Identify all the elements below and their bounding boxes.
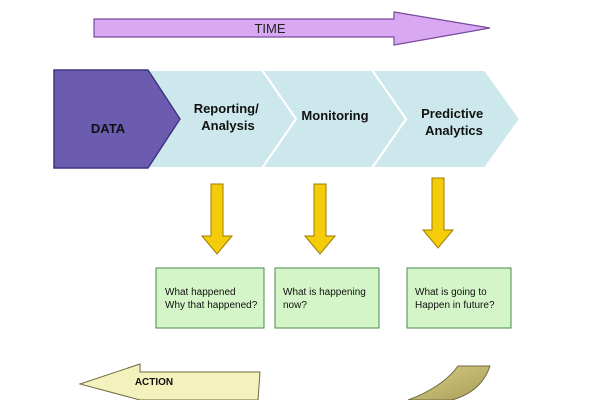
action-label: ACTION (135, 377, 173, 388)
note-box-monitoring (274, 267, 380, 329)
down-arrow-monitoring (303, 183, 337, 255)
time-label: TIME (254, 21, 285, 36)
note-box-predictive (406, 267, 512, 329)
note-predictive-line-1: What is going to (415, 287, 487, 298)
note-reporting-line-2: Why that happened? (165, 300, 258, 311)
stage-data-label: DATA (91, 121, 126, 136)
stage-reporting-line-2: Analysis (201, 118, 254, 133)
stage-data-line: DATA (91, 121, 126, 136)
note-monitoring-text: What is happening now? (283, 287, 369, 311)
stage-predictive-line-2: Analytics (425, 123, 483, 138)
action-curve-shape (407, 365, 491, 400)
stage-reporting-label: Reporting/ Analysis (194, 101, 263, 133)
note-monitoring-line-1: What is happening (283, 287, 366, 298)
stage-monitoring-label: Monitoring (301, 108, 368, 123)
note-predictive-text: What is going to Happen in future? (415, 287, 495, 311)
note-predictive-line-2: Happen in future? (415, 300, 495, 311)
down-arrow-predictive (421, 177, 455, 249)
stage-predictive-line-1: Predictive (421, 106, 483, 121)
stage-reporting-line-1: Reporting/ (194, 101, 259, 116)
note-reporting-text: What happened Why that happened? (165, 287, 258, 311)
down-arrow-reporting (200, 183, 234, 255)
note-reporting-line-1: What happened (165, 287, 236, 298)
action-feedback-arrow: ACTION (78, 363, 491, 400)
stage-data-chevron (53, 69, 181, 169)
time-arrow-shape (93, 11, 491, 46)
process-chevrons: DATA Reporting/ Analysis Monitoring Pred… (53, 69, 522, 169)
down-arrows (200, 177, 455, 255)
note-monitoring-line-2: now? (283, 300, 307, 311)
note-boxes: What happened Why that happened? What is… (155, 267, 512, 329)
stage-monitoring-line: Monitoring (301, 108, 368, 123)
stage-predictive-label: Predictive Analytics (421, 106, 487, 138)
time-arrow: TIME (93, 11, 491, 46)
note-box-reporting (155, 267, 265, 329)
action-arrow-shape (78, 363, 261, 400)
